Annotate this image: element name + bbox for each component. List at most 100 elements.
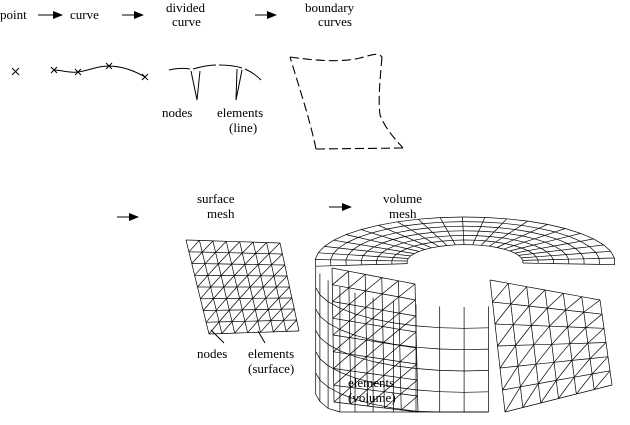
mesh-diagonal [502,365,519,391]
mesh-edge [333,368,351,372]
point-marker-icon [11,67,20,76]
mesh-diagonal [531,307,548,326]
mesh-diagonal [585,313,603,328]
mesh-diagonal [400,363,418,378]
mesh-edge [544,289,564,294]
mesh-edge [404,223,424,227]
mesh-edge [517,366,521,387]
mesh-diagonal [593,370,611,390]
mesh-diagonal [522,383,539,408]
mesh-edge [526,286,530,307]
mesh-edge [481,244,490,247]
mesh-edge [432,232,438,237]
label-divided-curve-line1: divided [166,0,205,15]
mesh-edge [521,256,537,259]
mesh-edge [289,286,293,299]
mesh-diagonal [200,286,211,300]
mesh-edge [439,370,465,372]
mesh-edge [439,348,465,351]
mesh-edge [464,391,489,393]
mesh-edge [397,221,405,227]
mesh-edge [244,321,248,333]
mesh-diagonal [350,389,368,405]
mesh-edge [494,323,514,326]
mesh-edge [331,267,349,272]
mesh-edge [207,275,211,288]
mesh-edge [215,252,219,264]
mesh-diagonal [494,303,512,325]
mesh-edge [503,248,510,252]
cross-marker-icon [50,66,58,74]
mesh-edge [286,275,290,288]
mesh-diagonal [349,323,367,338]
mesh-edge [392,254,397,258]
mesh-edge [367,389,385,393]
mesh-edge [546,249,562,253]
mesh-edge [530,227,540,233]
mesh-edge [505,243,515,246]
mesh-edge [561,248,576,251]
mesh-edge [395,232,406,237]
mesh-edge [345,229,362,235]
mesh-edge [367,246,375,252]
mesh-edge [339,329,356,336]
mesh-edge [384,407,402,411]
mesh-edge [423,221,443,224]
mesh-edge [398,280,416,285]
label-divided-curve-line2: curve [172,14,201,29]
mesh-edge [254,309,259,322]
mesh-diagonal [191,251,203,264]
mesh-diagonal [332,287,350,302]
mesh-edge [489,279,509,284]
mesh-diagonal [567,311,585,328]
mesh-edge [439,327,465,329]
mesh-edge [442,221,463,223]
mesh-edge [399,345,417,349]
mesh-edge [424,247,432,250]
mesh-edge [266,242,270,254]
mesh-diagonal [556,360,573,381]
mesh-edge [520,257,524,261]
mesh-edge [350,403,368,407]
mesh-diagonal [382,329,400,344]
mesh-edge [568,235,581,242]
mesh-edge [354,398,374,405]
mesh-edge [393,257,409,259]
mesh-edge [392,236,405,240]
mesh-edge [333,401,351,405]
mesh-edge [407,255,411,259]
mesh-edge [241,252,246,265]
mesh-edge [197,286,201,299]
mesh-diagonal [382,296,400,311]
mesh-edge [239,298,243,310]
mesh-edge [527,247,542,252]
mesh-edge [332,301,350,305]
mesh-edge [528,306,532,326]
mesh-edge [273,331,287,333]
mesh-edge [348,270,366,275]
mesh-diagonal [382,312,400,327]
mesh-edge [188,251,193,264]
label-nodes-line: nodes [162,105,192,120]
mesh-edge [562,293,566,311]
mesh-edge [273,275,277,288]
mesh-edge [413,239,423,245]
mesh-diagonal [349,339,367,355]
mesh-diagonal [188,240,200,253]
mesh-edge [406,245,415,249]
mesh-edge [478,230,495,233]
mesh-diagonal [499,345,516,369]
mesh-diagonal [281,297,293,310]
mesh-diagonal [255,297,266,310]
mesh-edge [571,358,591,361]
mesh-edge [276,286,280,299]
mesh-edge [534,238,546,243]
mesh-edge [387,228,397,234]
mesh-diagonal [348,290,366,305]
mesh-diagonal [399,347,417,362]
mesh-edge [366,323,383,327]
mesh-diagonal [215,241,227,253]
mesh-edge [522,235,535,240]
mesh-diagonal [194,263,206,276]
mesh-edge [601,314,605,329]
